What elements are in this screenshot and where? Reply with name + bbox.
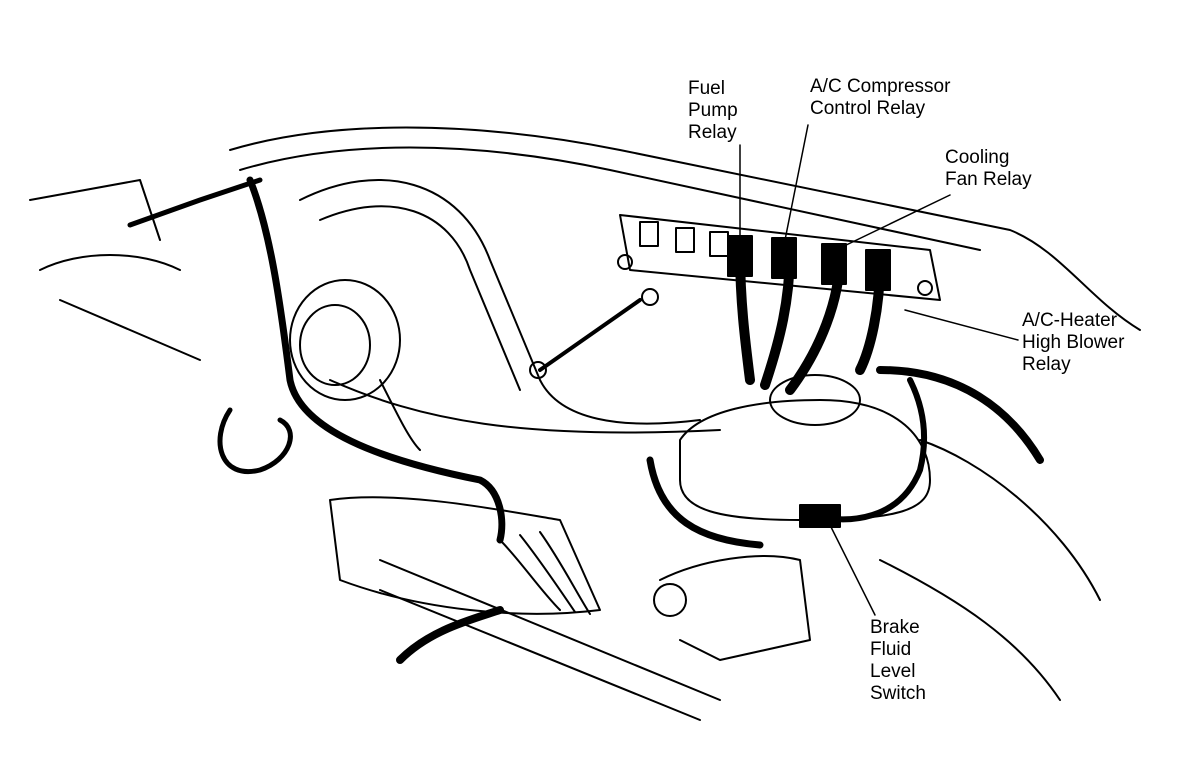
master-cylinder [659, 555, 811, 661]
lower-cable [396, 606, 504, 664]
mounting-bolt-head [641, 288, 659, 306]
label-line: Control Relay [810, 98, 926, 119]
blower-duct [379, 379, 421, 451]
fender-edge-left [29, 179, 161, 241]
bracket-tab-3 [709, 231, 729, 257]
label-line: Relay [688, 122, 737, 143]
label-fuel-pump-relay: Fuel Pump Relay [688, 78, 738, 144]
label-line: Cooling [945, 147, 1010, 168]
bracket-tab-1 [639, 221, 659, 247]
lower-frame [379, 559, 721, 721]
leader-ac-compressor-relay [784, 124, 809, 241]
label-line: A/C Compressor [810, 76, 951, 97]
brake-fluid-level-switch [799, 504, 841, 528]
reservoir-harness [646, 456, 764, 549]
blower-motor-cap [299, 304, 371, 386]
label-line: Brake [870, 617, 920, 638]
cowl-panel-edge [239, 146, 981, 251]
label-line: Pump [688, 100, 738, 121]
relay-connector-4 [865, 249, 891, 291]
steering-rack [329, 496, 601, 615]
label-brake-fluid-level-switch: Brake Fluid Level Switch [870, 617, 926, 705]
left-fender-line [39, 254, 181, 271]
leader-cooling-fan-relay [839, 194, 951, 249]
blower-motor-housing [289, 279, 401, 401]
relay-connector-3 [821, 243, 847, 285]
harness-right [876, 366, 1044, 464]
label-cooling-fan-relay: Cooling Fan Relay [945, 147, 1032, 191]
booster-outline-2 [879, 559, 1061, 701]
bracket-tab-2 [675, 227, 695, 253]
leader-brake-switch [829, 524, 876, 616]
bracket-screw-right [917, 280, 933, 296]
bracket-screw-left [617, 254, 633, 270]
label-line: Fluid [870, 639, 912, 660]
label-line: Fuel [688, 78, 725, 99]
wiring-harness-left [246, 176, 506, 544]
mounting-bolt [538, 298, 642, 372]
wheel-housing [299, 179, 701, 425]
label-line: Relay [1022, 354, 1071, 375]
reservoir-cap [769, 374, 861, 426]
label-ac-compressor-control-relay: A/C Compressor Control Relay [810, 76, 950, 120]
label-line: High Blower [1022, 332, 1125, 353]
brake-switch-harness [807, 377, 928, 523]
label-line: Switch [870, 683, 926, 704]
rack-boot [499, 531, 591, 615]
wiring-harness-left-loop [217, 407, 293, 475]
harness-clip [127, 177, 263, 228]
relay-connector-2 [771, 237, 797, 279]
cowl-panel [229, 126, 1141, 331]
leader-ac-heater-relay [904, 309, 1019, 341]
label-line: Level [870, 661, 916, 682]
label-line: Fan Relay [945, 169, 1032, 190]
mounting-bolt-tip [529, 361, 547, 379]
left-fender-line-2 [59, 299, 201, 361]
relay-bracket [619, 214, 941, 301]
label-line: A/C-Heater [1022, 310, 1118, 331]
label-ac-heater-high-blower-relay: A/C-Heater High Blower Relay [1022, 310, 1124, 376]
wheel-housing-inner [319, 205, 521, 391]
booster-outline [919, 439, 1101, 601]
wheel-housing-bottom [329, 379, 721, 434]
master-cylinder-port [653, 583, 687, 617]
relay-connector-1 [727, 235, 753, 277]
